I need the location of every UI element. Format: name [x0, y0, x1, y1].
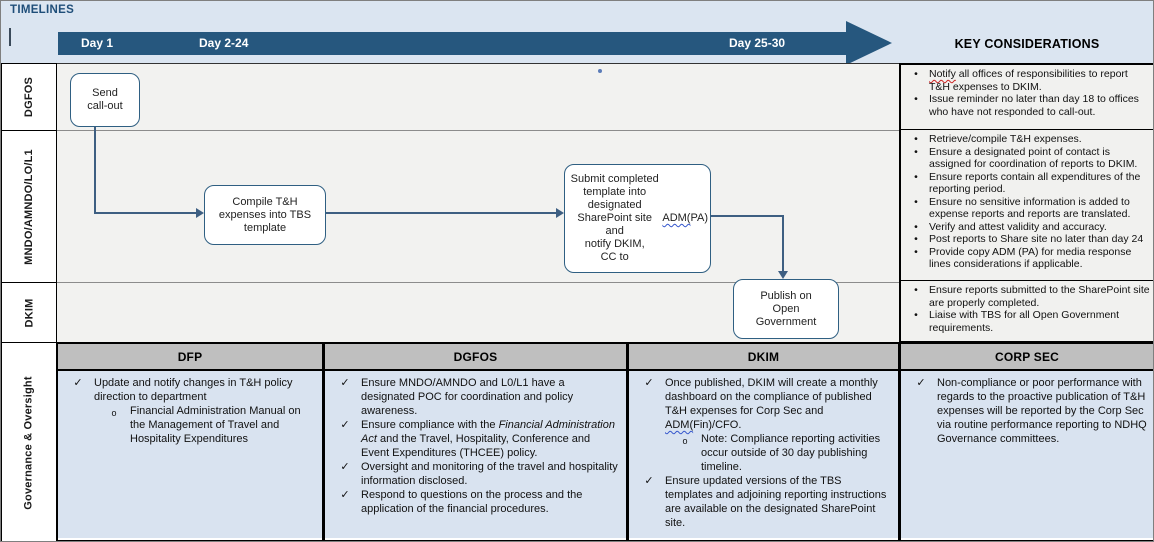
list-item: •Ensure reports submitted to the SharePo… [903, 284, 1151, 309]
key-considerations-column: •Notify all offices of responsibilities … [899, 63, 1153, 343]
flow-box-compile-expenses[interactable]: Compile T&H expenses into TBS template [204, 185, 326, 245]
governance-column-dgfos: DGFOS ✓Ensure MNDO/AMNDO and L0/L1 have … [323, 342, 628, 541]
list-item: ✓Ensure MNDO/AMNDO and L0/L1 have a desi… [329, 376, 622, 418]
column-header-dgfos: DGFOS [325, 344, 626, 371]
arrowhead-icon [556, 208, 564, 218]
list-item: •Ensure a designated point of contact is… [903, 146, 1151, 171]
bullet-marker-icon: • [914, 195, 918, 208]
column-body-corp-sec: ✓Non-compliance or poor performance with… [901, 371, 1153, 538]
list-item: ✓Respond to questions on the process and… [329, 488, 622, 516]
list-item: ✓Once published, DKIM will create a mont… [633, 376, 894, 432]
lane-label-governance-oversight: Governance & Oversight [1, 342, 57, 541]
check-marker-icon: ✓ [340, 419, 350, 431]
flow-box-publish-open-government[interactable]: Publish on Open Government [733, 279, 839, 339]
list-item: •Retrieve/compile T&H expenses. [903, 133, 1151, 146]
list-item: ✓Non-compliance or poor performance with… [905, 376, 1149, 446]
connector-sendcallout-to-compile [94, 127, 96, 213]
connector-compile-to-submit [326, 212, 557, 214]
bullet-marker-icon: • [914, 93, 918, 105]
bullet-marker-icon: • [914, 284, 918, 296]
connector-submit-to-publish [711, 215, 783, 217]
circle-marker-icon: o [682, 436, 688, 446]
timeline-label-day1: Day 1 [81, 36, 114, 50]
list-item: •Post reports to Share site no later tha… [903, 233, 1151, 246]
lane-label-dgfos: DGFOS [1, 63, 57, 131]
flow-box-send-callout[interactable]: Send call-out [70, 73, 140, 127]
check-marker-icon: ✓ [644, 475, 654, 487]
arrowhead-icon [196, 208, 204, 218]
bullet-marker-icon: • [914, 245, 918, 258]
governance-column-dfp: DFP ✓Update and notify changes in T&H po… [56, 342, 324, 541]
bullet-marker-icon: • [914, 309, 918, 321]
lane-divider [56, 282, 900, 283]
timeline-label-day2-24: Day 2-24 [199, 36, 249, 50]
list-item: •Liaise with TBS for all Open Government… [903, 309, 1151, 334]
considerations-dgfos: •Notify all offices of responsibilities … [901, 65, 1153, 130]
text-cursor [9, 28, 11, 46]
check-marker-icon: ✓ [340, 461, 350, 473]
list-item: •Ensure no sensitive information is adde… [903, 196, 1151, 221]
arrowhead-icon [778, 271, 788, 279]
list-item: ✓Ensure compliance with the Financial Ad… [329, 418, 622, 460]
list-item: ✓Oversight and monitoring of the travel … [329, 460, 622, 488]
check-marker-icon: ✓ [644, 377, 654, 389]
list-item: ✓Update and notify changes in T&H policy… [62, 376, 318, 404]
bullet-marker-icon: • [914, 220, 918, 233]
page-title: TIMELINES [10, 4, 75, 16]
column-header-corp-sec: CORP SEC [901, 344, 1153, 371]
column-header-dkim: DKIM [629, 344, 898, 371]
column-body-dkim: ✓Once published, DKIM will create a mont… [629, 371, 898, 538]
connector-sendcallout-to-compile [94, 212, 197, 214]
list-item: ✓Ensure updated versions of the TBS temp… [633, 474, 894, 530]
lane-label-mndo-amndo-lo-l1: MNDO/AMNDO/LO/L1 [1, 130, 57, 283]
check-marker-icon: ✓ [916, 377, 926, 389]
bullet-marker-icon: • [914, 170, 918, 183]
connector-submit-to-publish [782, 215, 784, 272]
key-considerations-title: KEY CONSIDERATIONS [954, 37, 1100, 51]
governance-column-dkim: DKIM ✓Once published, DKIM will create a… [627, 342, 900, 541]
check-marker-icon: ✓ [340, 489, 350, 501]
list-item: •Verify and attest validity and accuracy… [903, 221, 1151, 234]
bullet-marker-icon: • [914, 133, 918, 145]
lane-label-dkim: DKIM [1, 282, 57, 343]
column-header-dfp: DFP [58, 344, 322, 371]
check-marker-icon: ✓ [73, 377, 83, 389]
check-marker-icon: ✓ [340, 377, 350, 389]
lane-divider [56, 130, 900, 131]
list-item: •Provide copy ADM (PA) for media respons… [903, 246, 1151, 271]
bullet-marker-icon: • [914, 233, 918, 245]
flow-box-submit-template[interactable]: Submit completed template into designate… [564, 164, 711, 273]
stray-dot [598, 69, 602, 73]
timeline-label-day25-30: Day 25-30 [729, 36, 786, 50]
bullet-marker-icon: • [914, 145, 918, 158]
considerations-dkim: •Ensure reports submitted to the SharePo… [901, 281, 1153, 339]
list-item: •Issue reminder no later than day 18 to … [903, 93, 1151, 118]
timeline-arrowhead-icon [846, 21, 892, 65]
timeline-arrow-bar [58, 32, 846, 55]
circle-marker-icon: o [111, 408, 117, 418]
governance-column-corp-sec: CORP SEC ✓Non-compliance or poor perform… [899, 342, 1153, 541]
column-body-dfp: ✓Update and notify changes in T&H policy… [58, 371, 322, 538]
bullet-marker-icon: • [914, 68, 918, 80]
considerations-mndo: •Retrieve/compile T&H expenses.•Ensure a… [901, 130, 1153, 281]
column-body-dgfos: ✓Ensure MNDO/AMNDO and L0/L1 have a desi… [325, 371, 626, 538]
list-item: •Ensure reports contain all expenditures… [903, 171, 1151, 196]
list-item: •Notify all offices of responsibilities … [903, 68, 1151, 93]
